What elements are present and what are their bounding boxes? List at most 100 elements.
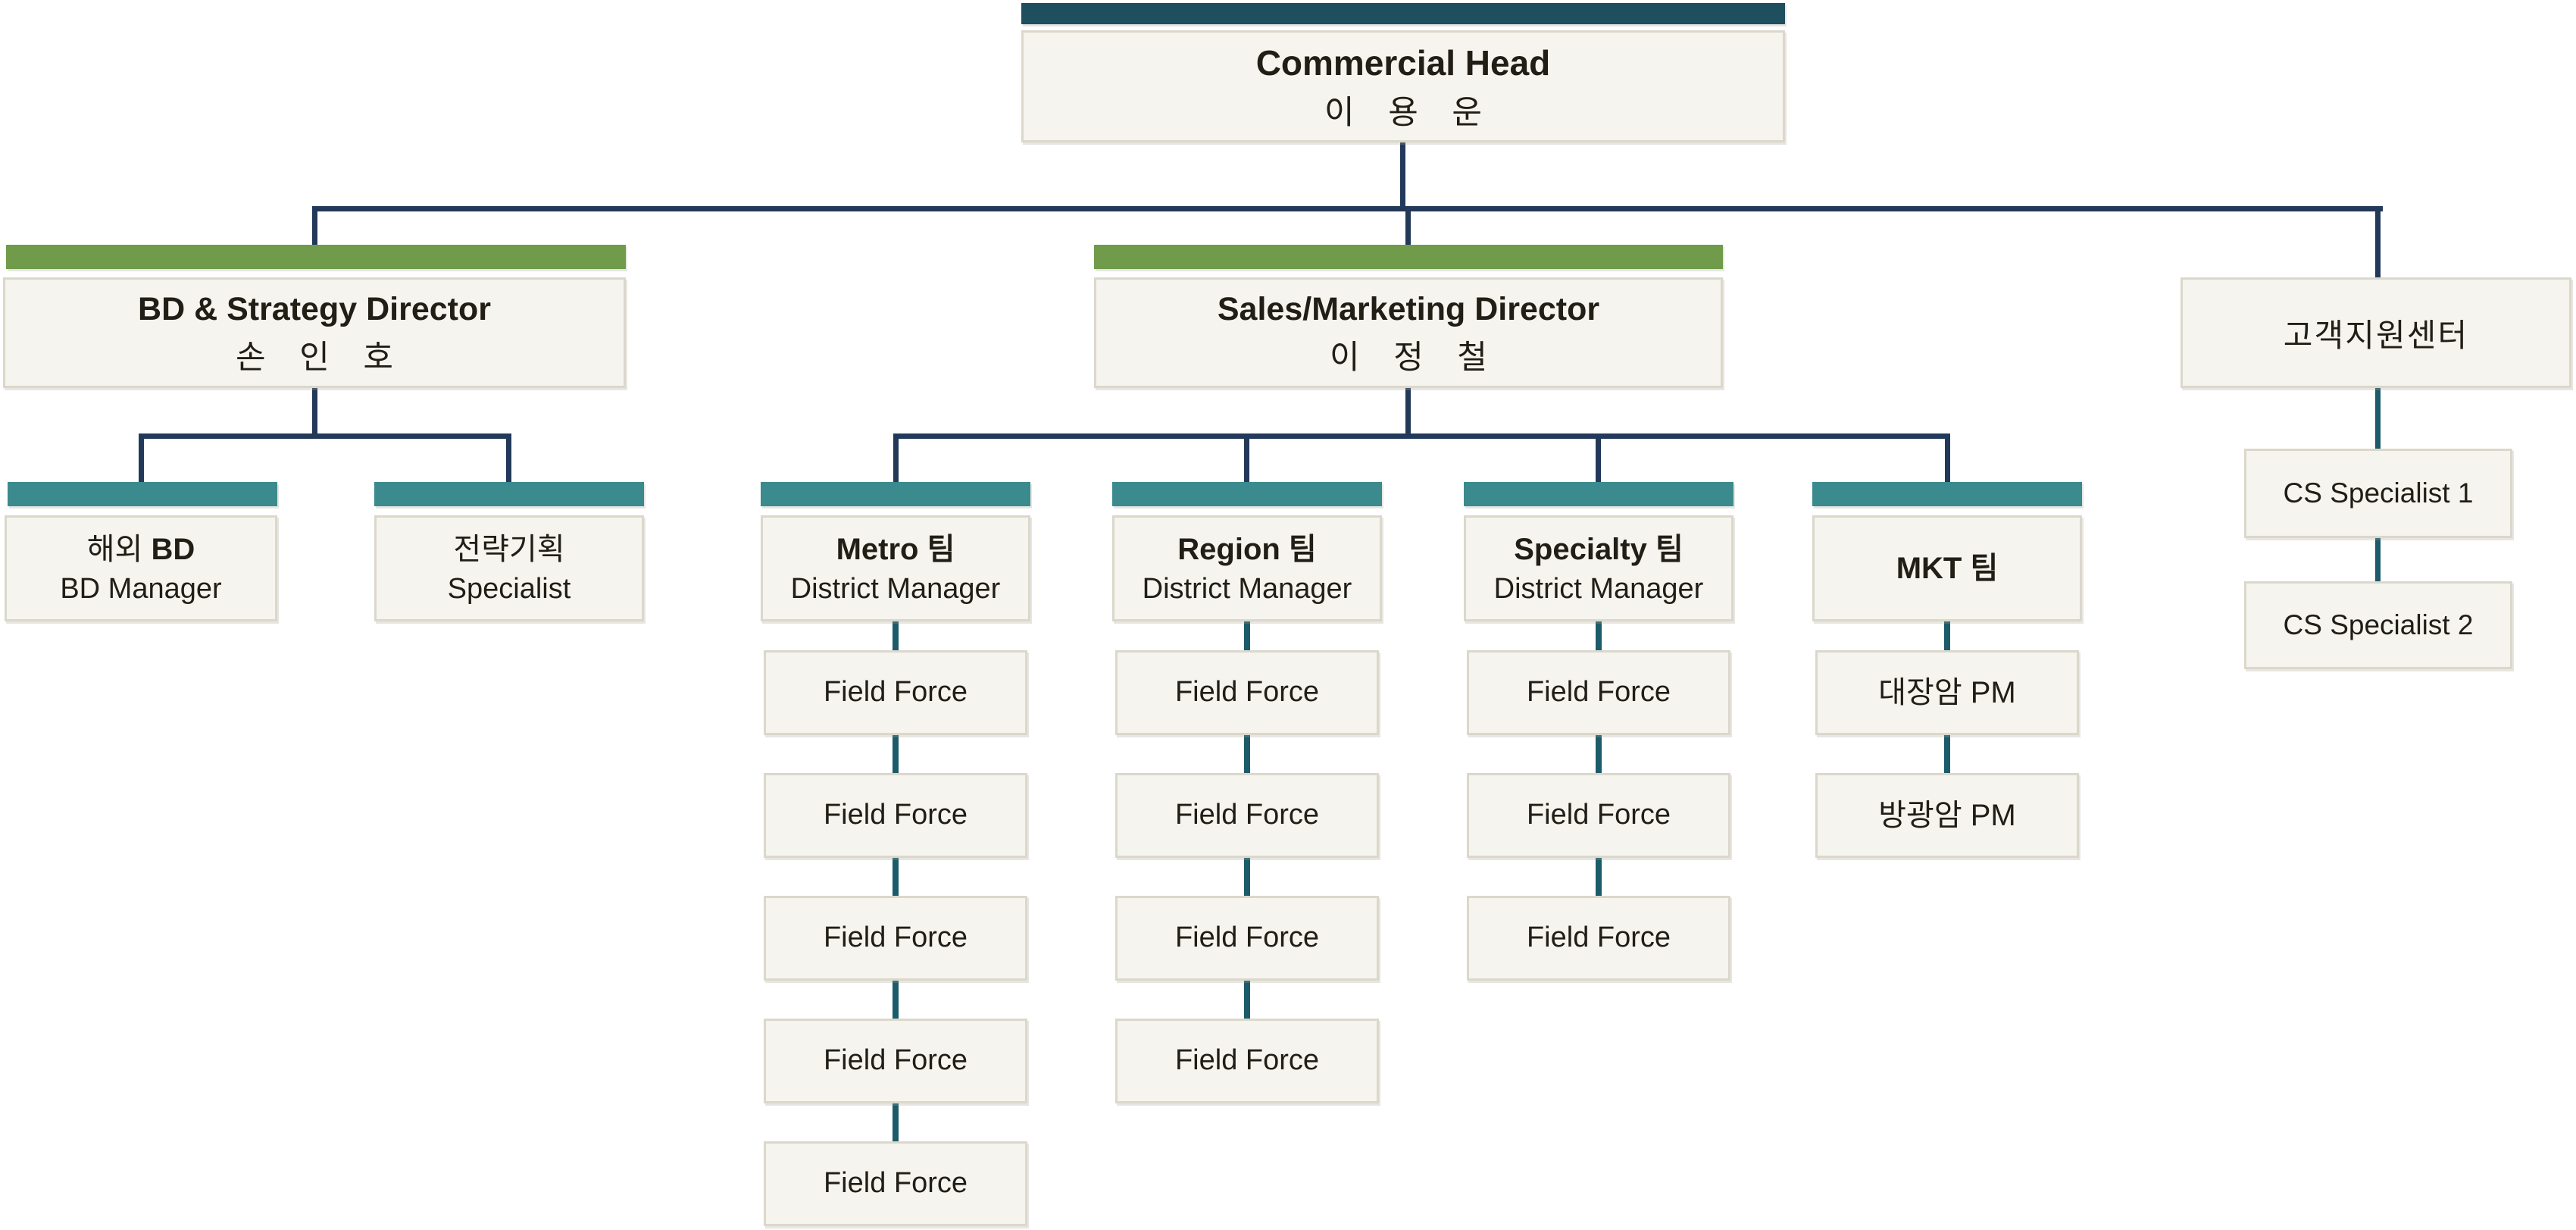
node-region-field-force-2: Field Force (1115, 773, 1379, 858)
connector-bd-down (312, 388, 317, 437)
metro-team-subtitle: District Manager (790, 573, 1001, 606)
connector-drop-mkt (1945, 433, 1950, 482)
connector-bd-spine (139, 433, 511, 439)
connector-metro-chain-2 (893, 735, 899, 773)
node-metro-field-force-4: Field Force (764, 1019, 1027, 1103)
metro-team-topbar (761, 482, 1030, 506)
connector-drop-strategy (506, 433, 511, 482)
region-field-force-3-label: Field Force (1174, 922, 1320, 954)
connector-region-chain-2 (1244, 735, 1250, 773)
connector-drop-region (1244, 433, 1249, 482)
node-customer-support-center: 고객지원센터 (2181, 277, 2571, 388)
node-mkt-team: MKT 팀 (1812, 515, 2082, 621)
overseas-bd-topbar (8, 482, 277, 506)
connector-mkt-chain-1 (1944, 621, 1950, 650)
region-team-topbar (1112, 482, 1382, 506)
specialty-field-force-3-label: Field Force (1526, 922, 1671, 954)
connector-level2-spine (312, 206, 2383, 211)
mkt-pm-2-label: 방광암 PM (1878, 799, 2016, 832)
connector-drop-sales (1405, 206, 1411, 245)
bd-strategy-title: BD & Strategy Director (138, 290, 491, 327)
node-commercial-head: Commercial Head 이 용 운 (1021, 30, 1785, 142)
node-mkt-pm-1: 대장암 PM (1815, 650, 2079, 735)
connector-drop-bd (312, 206, 317, 245)
node-cs-specialist-1: CS Specialist 1 (2244, 449, 2512, 538)
connector-region-chain-1 (1244, 621, 1250, 650)
connector-cs-chain-2 (2375, 538, 2381, 581)
node-region-field-force-3: Field Force (1115, 896, 1379, 981)
connector-metro-chain-1 (893, 621, 899, 650)
region-team-subtitle: District Manager (1142, 573, 1352, 606)
region-team-title: Region 팀 (1177, 533, 1317, 567)
metro-field-force-5-label: Field Force (823, 1167, 968, 1200)
metro-field-force-2-label: Field Force (823, 799, 968, 831)
overseas-bd-subtitle: BD Manager (60, 573, 222, 606)
connector-metro-chain-5 (893, 1103, 899, 1141)
overseas-bd-title-regular: 해외 (86, 533, 152, 567)
connector-specialty-chain-2 (1596, 735, 1602, 773)
metro-field-force-4-label: Field Force (823, 1044, 968, 1077)
strategic-planning-title: 전략기획 (453, 533, 565, 567)
node-metro-field-force-5: Field Force (764, 1141, 1027, 1226)
specialty-team-topbar (1464, 482, 1733, 506)
strategic-planning-topbar (374, 482, 644, 506)
connector-drop-specialty (1596, 433, 1601, 482)
commercial-head-person: 이 용 운 (1324, 95, 1495, 132)
connector-drop-overseas (139, 433, 144, 482)
customer-support-center-title: 고객지원센터 (2283, 317, 2469, 353)
mkt-team-topbar (1812, 482, 2082, 506)
bd-strategy-person: 손 인 호 (236, 340, 406, 377)
commercial-head-title: Commercial Head (1255, 42, 1551, 83)
region-field-force-1-label: Field Force (1174, 676, 1320, 709)
connector-specialty-chain-1 (1596, 621, 1602, 650)
node-region-field-force-1: Field Force (1115, 650, 1379, 735)
connector-commercial-down (1400, 142, 1405, 208)
specialty-field-force-1-label: Field Force (1526, 676, 1671, 709)
node-region-team: Region 팀 District Manager (1112, 515, 1382, 621)
commercial-head-topbar (1021, 3, 1785, 24)
node-specialty-field-force-3: Field Force (1467, 896, 1730, 981)
connector-region-chain-4 (1244, 981, 1250, 1019)
sales-marketing-title: Sales/Marketing Director (1217, 290, 1600, 327)
node-overseas-bd: 해외 BD BD Manager (5, 515, 277, 621)
node-metro-field-force-1: Field Force (764, 650, 1027, 735)
metro-field-force-1-label: Field Force (823, 676, 968, 709)
connector-metro-chain-3 (893, 858, 899, 896)
node-specialty-field-force-1: Field Force (1467, 650, 1730, 735)
strategic-planning-subtitle: Specialist (447, 573, 571, 606)
node-bd-strategy-director: BD & Strategy Director 손 인 호 (3, 277, 626, 388)
cs-specialist-2-label: CS Specialist 2 (2283, 609, 2474, 640)
mkt-team-title: MKT 팀 (1896, 552, 1999, 585)
metro-team-title: Metro 팀 (836, 533, 955, 567)
node-mkt-pm-2: 방광암 PM (1815, 773, 2079, 858)
connector-mkt-chain-2 (1944, 735, 1950, 773)
node-metro-team: Metro 팀 District Manager (761, 515, 1030, 621)
connector-metro-chain-4 (893, 981, 899, 1019)
metro-field-force-3-label: Field Force (823, 922, 968, 954)
sales-marketing-person: 이 정 철 (1330, 340, 1500, 377)
node-metro-field-force-2: Field Force (764, 773, 1027, 858)
region-field-force-2-label: Field Force (1174, 799, 1320, 831)
overseas-bd-title: 해외 BD (87, 528, 195, 571)
cs-specialist-1-label: CS Specialist 1 (2283, 477, 2474, 509)
connector-drop-cs-center (2375, 206, 2381, 277)
node-metro-field-force-3: Field Force (764, 896, 1027, 981)
specialty-field-force-2-label: Field Force (1526, 799, 1671, 831)
mkt-pm-1-label: 대장암 PM (1878, 676, 2016, 709)
overseas-bd-title-bold: BD (151, 533, 195, 567)
node-specialty-field-force-2: Field Force (1467, 773, 1730, 858)
connector-region-chain-3 (1244, 858, 1250, 896)
region-field-force-4-label: Field Force (1174, 1044, 1320, 1077)
specialty-team-subtitle: District Manager (1493, 573, 1704, 606)
node-strategic-planning: 전략기획 Specialist (374, 515, 644, 621)
sales-marketing-topbar (1094, 245, 1723, 269)
node-specialty-team: Specialty 팀 District Manager (1464, 515, 1733, 621)
connector-specialty-chain-3 (1596, 858, 1602, 896)
node-region-field-force-4: Field Force (1115, 1019, 1379, 1103)
specialty-team-title: Specialty 팀 (1514, 533, 1683, 567)
connector-sales-spine (893, 433, 1950, 439)
node-cs-specialist-2: CS Specialist 2 (2244, 581, 2512, 669)
connector-drop-metro (893, 433, 899, 482)
connector-sales-down (1405, 388, 1411, 437)
